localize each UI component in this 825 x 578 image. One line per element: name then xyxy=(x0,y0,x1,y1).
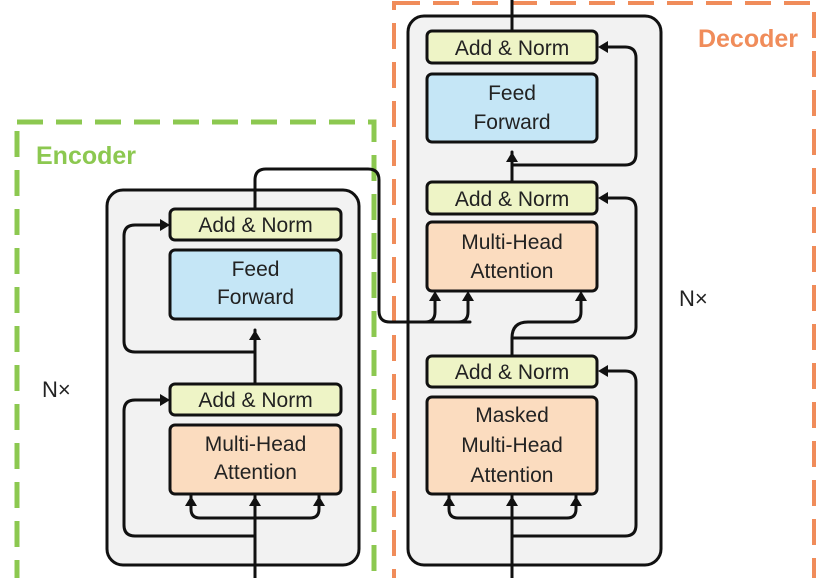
decoder-feed-forward-line2: Forward xyxy=(473,111,550,134)
decoder-cross-attention-line2: Attention xyxy=(471,260,554,283)
decoder-add-norm-mid-label: Add & Norm xyxy=(455,188,569,211)
decoder-feed-forward-line1: Feed xyxy=(488,82,536,105)
encoder-repeat-label: N× xyxy=(42,377,71,402)
decoder-masked-attention-line3: Attention xyxy=(471,464,554,487)
encoder-feed-forward-line2: Forward xyxy=(217,286,294,309)
decoder-add-norm-top-label: Add & Norm xyxy=(455,37,569,60)
decoder-repeat-label: N× xyxy=(679,286,708,311)
encoder-add-norm-bottom-box xyxy=(168,382,343,417)
encoder-title: Encoder xyxy=(36,142,136,170)
decoder-add-norm-top-box xyxy=(425,29,599,65)
encoder-connections xyxy=(122,167,474,578)
decoder-feed-forward-box xyxy=(425,72,599,144)
encoder-attention-line1: Multi-Head xyxy=(205,433,307,456)
decoder-cross-attention-line1: Multi-Head xyxy=(461,231,563,254)
decoder-title: Decoder xyxy=(698,25,798,53)
decoder-masked-attention-box xyxy=(425,395,599,496)
decoder-connections xyxy=(443,0,638,578)
decoder-cross-attention-box xyxy=(425,220,599,293)
encoder-attention-box xyxy=(168,423,343,496)
encoder-add-norm-bottom-label: Add & Norm xyxy=(198,389,312,412)
decoder-border xyxy=(392,1,816,578)
encoder-layer-box xyxy=(105,188,361,567)
decoder-add-norm-bottom-box xyxy=(425,354,599,389)
encoder-add-norm-top-label: Add & Norm xyxy=(198,214,312,237)
decoder-add-norm-bottom-label: Add & Norm xyxy=(455,361,569,384)
encoder-feed-forward-box xyxy=(168,248,343,321)
decoder-masked-attention-line1: Masked xyxy=(475,404,549,427)
encoder-add-norm-top-box xyxy=(168,207,343,242)
decoder-add-norm-mid-box xyxy=(425,180,599,216)
encoder-attention-line2: Attention xyxy=(214,461,297,484)
decoder-masked-attention-line2: Multi-Head xyxy=(461,434,563,457)
encoder-feed-forward-line1: Feed xyxy=(232,258,280,281)
encoder-border xyxy=(14,119,377,578)
